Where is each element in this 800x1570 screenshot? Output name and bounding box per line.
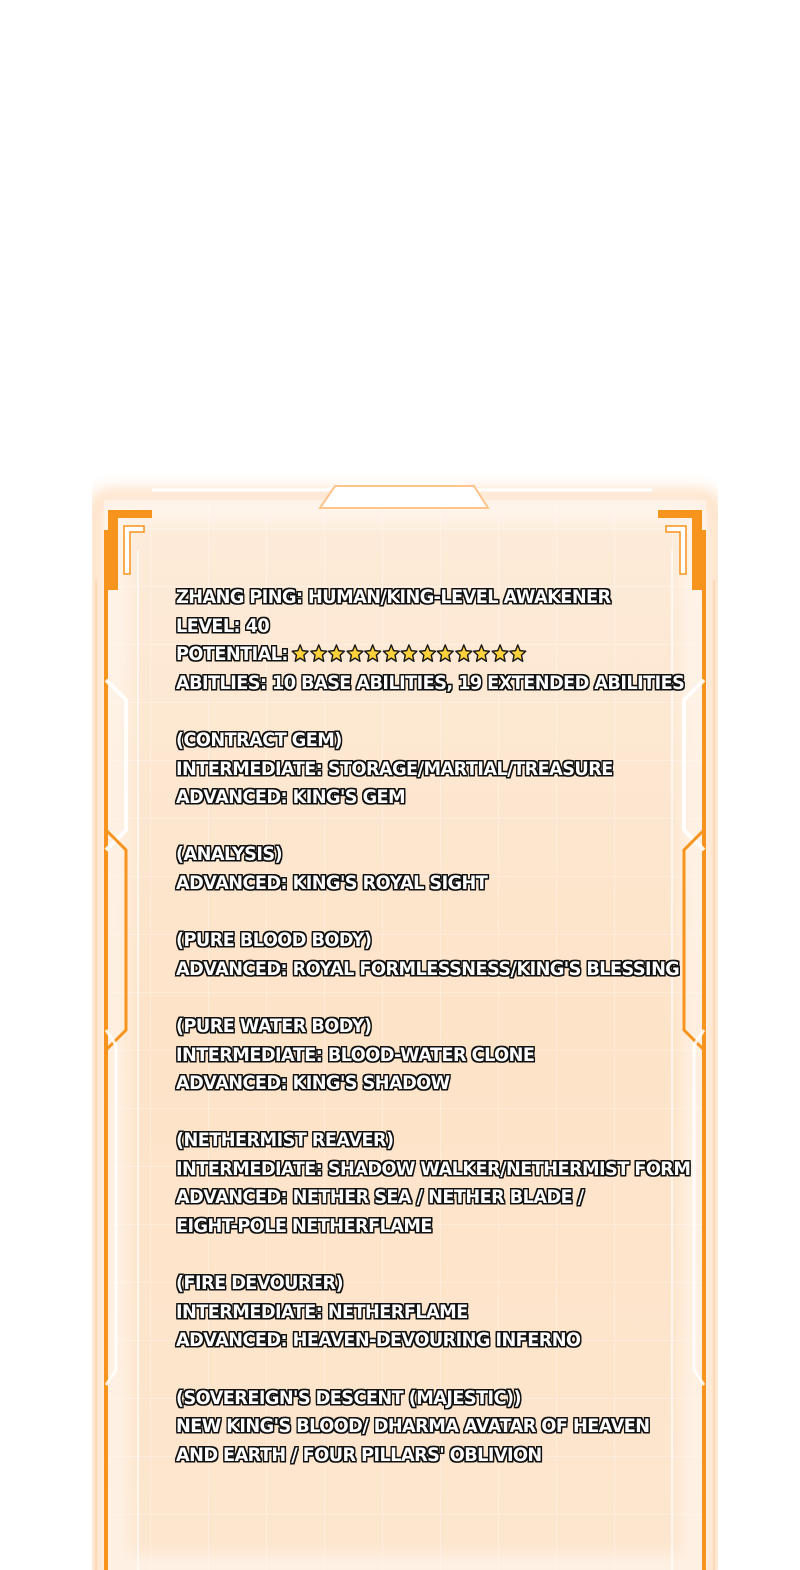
potential-line: POTENTIAL: — [176, 640, 641, 669]
star-icon — [509, 644, 527, 663]
star-icon — [473, 644, 491, 663]
star-icon — [309, 644, 328, 663]
star-icon — [291, 644, 310, 663]
potential-stars — [291, 643, 528, 672]
analysis-advanced: ADVANCED: KING'S ROYAL SIGHT — [176, 871, 488, 894]
star-icon — [364, 644, 382, 663]
star-icon — [491, 644, 509, 663]
fire-devourer-advanced: ADVANCED: HEAVEN-DEVOURING INFERNO — [176, 1329, 581, 1352]
star-icon — [328, 644, 346, 663]
sovereigns-descent-line-1: NEW KING'S BLOOD/ DHARMA AVATAR OF HEAVE… — [176, 1415, 650, 1438]
contract-gem-advanced: ADVANCED: KING'S GEM — [176, 786, 406, 809]
name-line: ZHANG PING: HUMAN/KING-LEVEL AWAKENER — [176, 586, 611, 608]
sovereigns-descent-line-2: AND EARTH / FOUR PILLARS' OBLIVION — [176, 1443, 542, 1466]
contract-gem-heading: (CONTRACT GEM) — [176, 728, 342, 751]
sovereigns-descent-heading: (SOVEREIGN'S DESCENT (MAJESTIC)) — [176, 1386, 522, 1409]
abilities-line: ABITLIES: 10 BASE ABILITIES, 19 EXTENDED… — [176, 671, 685, 694]
status-text-block: ZHANG PING: HUMAN/KING-LEVEL AWAKENER LE… — [176, 583, 691, 1469]
star-icon — [346, 644, 364, 663]
pure-blood-body-heading: (PURE BLOOD BODY) — [176, 929, 372, 952]
fire-devourer-heading: (FIRE DEVOURER) — [176, 1272, 344, 1295]
pure-water-body-heading: (PURE WATER BODY) — [176, 1014, 372, 1037]
nethermist-reaver-heading: (NETHERMIST REAVER) — [176, 1129, 394, 1152]
star-icon — [382, 644, 400, 663]
pure-water-body-intermediate: INTERMEDIATE: BLOOD-WATER CLONE — [176, 1043, 535, 1066]
status-window: ZHANG PING: HUMAN/KING-LEVEL AWAKENER LE… — [92, 470, 718, 1570]
star-icon — [455, 644, 473, 663]
nethermist-reaver-advanced-1: ADVANCED: NETHER SEA / NETHER BLADE / — [176, 1186, 584, 1209]
nethermist-reaver-advanced-2: EIGHT-POLE NETHERFLAME — [176, 1215, 433, 1238]
analysis-heading: (ANALYSIS) — [176, 843, 283, 866]
star-icon — [400, 644, 418, 663]
level-line: LEVEL: 40 — [176, 614, 270, 637]
star-icon — [436, 644, 455, 663]
star-icon — [418, 644, 437, 663]
contract-gem-intermediate: INTERMEDIATE: STORAGE/MARTIAL/TREASURE — [176, 757, 613, 780]
potential-label: POTENTIAL: — [176, 643, 288, 666]
status-window-frame — [92, 482, 718, 1570]
pure-water-body-advanced: ADVANCED: KING'S SHADOW — [176, 1072, 450, 1095]
nethermist-reaver-intermediate: INTERMEDIATE: SHADOW WALKER/NETHERMIST F… — [176, 1157, 691, 1180]
pure-blood-body-advanced: ADVANCED: ROYAL FORMLESSNESS/KING'S BLES… — [176, 957, 680, 980]
fire-devourer-intermediate: INTERMEDIATE: NETHERFLAME — [176, 1300, 468, 1323]
